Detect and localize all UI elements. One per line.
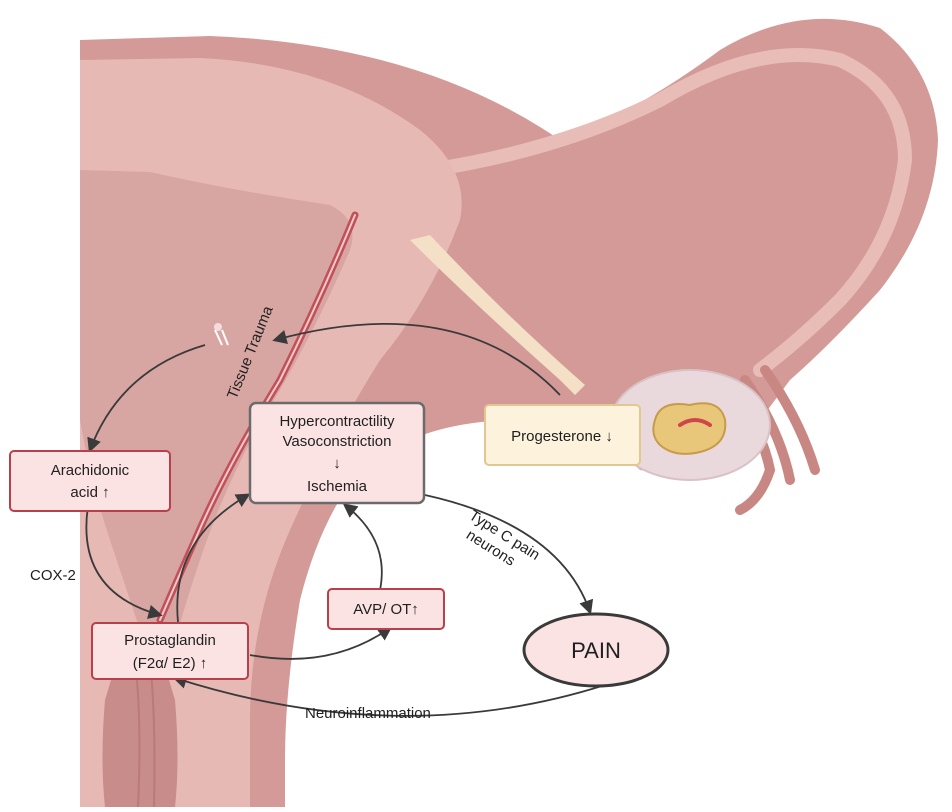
- prostaglandin-text-2: (F2α/ E2) ↑: [133, 655, 208, 672]
- progesterone-box: Progesterone ↓: [485, 405, 640, 465]
- arachidonic-text-1: Arachidonic: [51, 462, 130, 479]
- hypercontractility-text: Hypercontractility: [279, 413, 395, 430]
- pain-text: PAIN: [571, 638, 621, 663]
- prostaglandin-text-1: Prostaglandin: [124, 632, 216, 649]
- arachidonic-acid-box: Arachidonic acid ↑: [10, 451, 170, 511]
- progesterone-text: Progesterone ↓: [511, 428, 613, 445]
- arachidonic-text-2: acid ↑: [70, 484, 109, 501]
- ischemia-text: Ischemia: [307, 478, 368, 495]
- type-c-neurons-label: Type C pain neurons: [456, 507, 542, 579]
- down-arrow-text: ↓: [333, 455, 341, 472]
- ischemia-box: Hypercontractility Vasoconstriction ↓ Is…: [250, 403, 424, 503]
- vasoconstriction-text: Vasoconstriction: [283, 433, 392, 450]
- pain-node: PAIN: [524, 614, 668, 686]
- avp-ot-box: AVP/ OT↑: [328, 589, 444, 629]
- arrow-avp-to-ischemia: [345, 505, 382, 590]
- prostaglandin-box: Prostaglandin (F2α/ E2) ↑: [92, 623, 248, 679]
- corpus-luteum: [653, 403, 725, 454]
- neuroinflammation-label: Neuroinflammation: [305, 705, 431, 722]
- avp-ot-text: AVP/ OT↑: [353, 601, 419, 618]
- cox2-label: COX-2: [30, 567, 76, 584]
